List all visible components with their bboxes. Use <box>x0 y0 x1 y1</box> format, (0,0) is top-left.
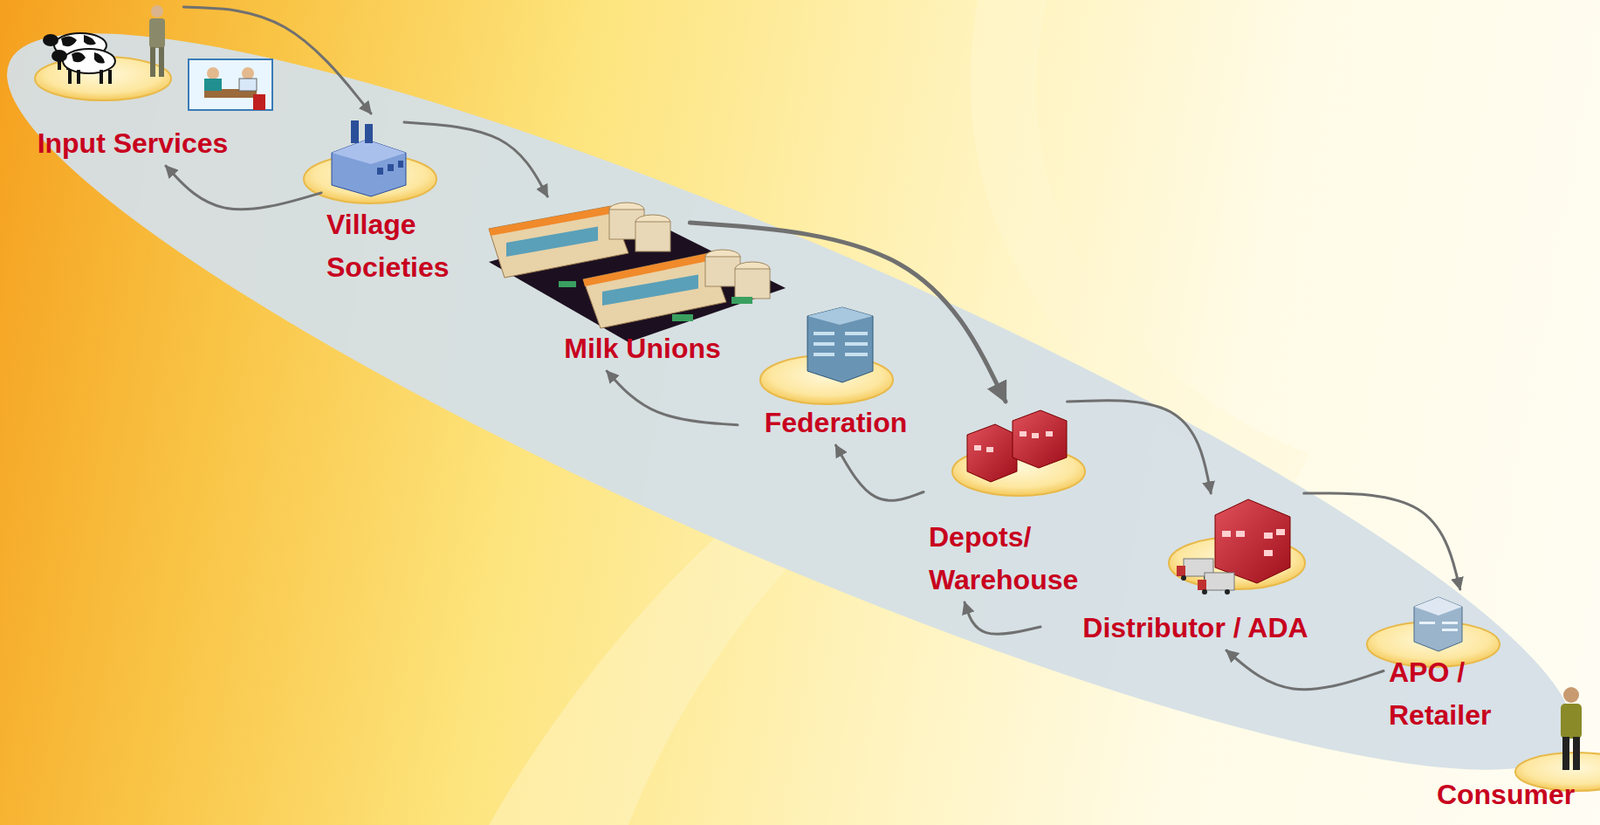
distributor-building <box>1168 499 1305 595</box>
flow-arrow <box>1067 400 1212 494</box>
flow-arrow <box>165 165 322 210</box>
stage-label: Input Services <box>5 122 261 166</box>
chain-stage: Federation <box>737 309 934 446</box>
chain-stage: Consumer <box>1418 759 1594 818</box>
flow-arrow <box>606 370 738 426</box>
flow-arrow <box>689 222 1006 402</box>
flow-arrow <box>183 6 371 114</box>
flow-arrow <box>1226 650 1384 690</box>
stage-label: APO / Retailer <box>1388 651 1554 738</box>
input-services-icon <box>34 5 273 110</box>
village-society-icon <box>303 120 437 204</box>
depot-buildings <box>952 410 1085 496</box>
chain-stage: Milk Unions <box>523 196 762 371</box>
consumer-figure <box>1515 686 1600 791</box>
flow-arrow <box>964 602 1041 634</box>
stage-label: Federation <box>737 401 934 446</box>
federation-building <box>760 307 893 405</box>
chain-stage: Distributor / ADA <box>1040 493 1351 651</box>
chain-stage: Depots/ Warehouse <box>923 401 1129 603</box>
stage-label: Milk Unions <box>523 327 762 371</box>
flow-arrow <box>836 445 925 501</box>
stage-label: Depots/ Warehouse <box>928 515 1129 603</box>
stage-label: Distributor / ADA <box>1040 606 1351 651</box>
flow-arrow <box>1304 493 1461 590</box>
chain-stage: Village Societies <box>321 113 488 290</box>
stage-label: Village Societies <box>326 203 488 290</box>
stage-label: Consumer <box>1418 773 1594 818</box>
flow-arrow <box>404 122 548 197</box>
milk-union-plant <box>488 202 786 343</box>
chain-stage: APO / Retailer <box>1383 589 1554 738</box>
chain-stage: Input Services <box>5 6 261 166</box>
